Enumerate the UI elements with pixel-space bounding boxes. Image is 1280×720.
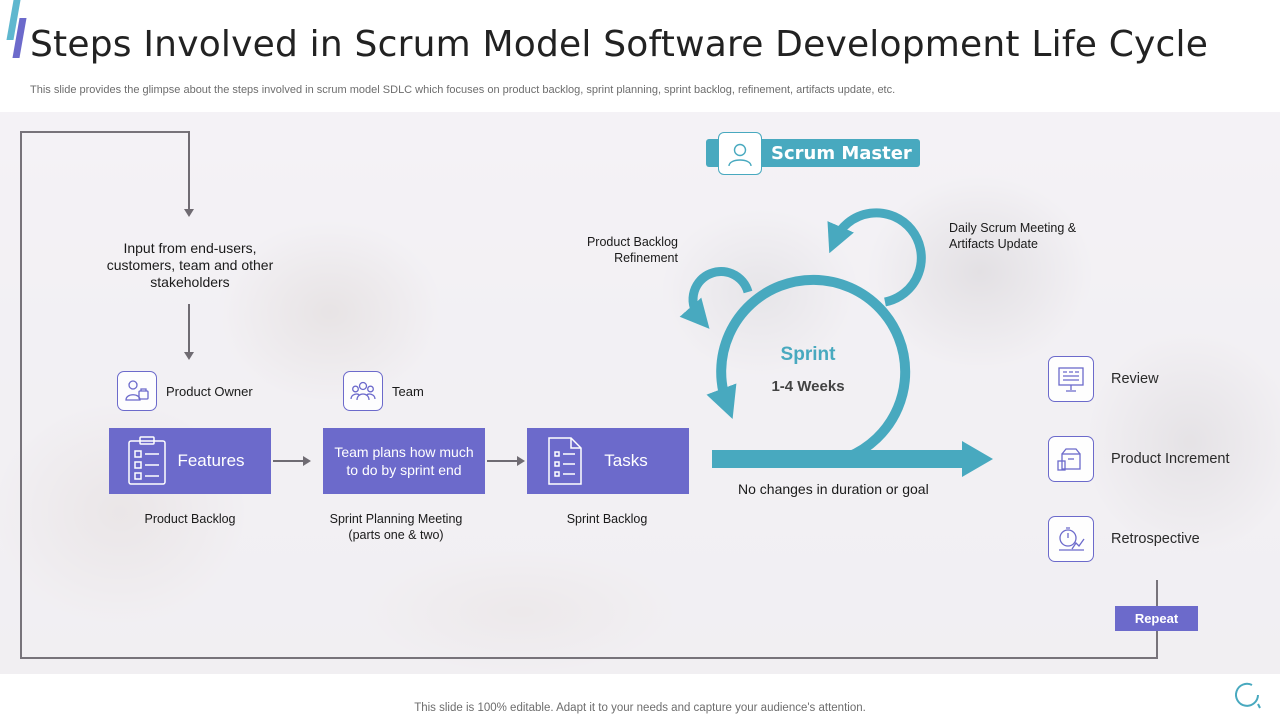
product-owner-icon: [117, 371, 157, 411]
tasks-box: Tasks: [527, 428, 689, 494]
retrospective-item: Retrospective: [1048, 516, 1200, 562]
product-backlog-refinement-label: Product Backlog Refinement: [586, 235, 678, 265]
input-description: Input from end-users, customers, team an…: [106, 240, 274, 290]
scrum-master-label: Scrum Master: [771, 143, 912, 164]
stopwatch-chart-icon: [1048, 516, 1094, 562]
review-label: Review: [1111, 371, 1159, 387]
features-label: Features: [177, 451, 245, 470]
sprint-planning-box: Team plans how much to do by sprint end: [323, 428, 485, 494]
daily-scrum-loop-arc: [827, 208, 926, 307]
presentation-icon: [1048, 356, 1094, 402]
loop-frame-top: [20, 131, 190, 133]
sprint-backlog-caption: Sprint Backlog: [566, 512, 648, 526]
loop-frame-bottom: [20, 657, 1158, 659]
team-icon: [343, 371, 383, 411]
team-role: Team: [343, 371, 424, 411]
arrow-features-to-planning: [273, 456, 311, 466]
team-label: Team: [392, 383, 424, 399]
product-owner-label: Product Owner: [166, 383, 253, 399]
page-subtitle: This slide provides the glimpse about th…: [30, 84, 896, 96]
user-icon: [718, 132, 762, 175]
daily-scrum-label: Daily Scrum Meeting & Artifacts Update: [949, 221, 1077, 251]
sprint-exit-arrowhead: [962, 441, 993, 477]
arrow-planning-to-tasks: [487, 456, 525, 466]
review-item: Review: [1048, 356, 1159, 402]
no-changes-label: No changes in duration or goal: [738, 481, 929, 497]
arrow-to-product-owner: [184, 304, 194, 360]
retrospective-label: Retrospective: [1111, 531, 1200, 547]
footer-note: This slide is 100% editable. Adapt it to…: [414, 702, 866, 714]
page-title: Steps Involved in Scrum Model Software D…: [30, 24, 1209, 65]
arrow-to-input: [184, 131, 194, 217]
refresh-logo-icon: [1232, 680, 1262, 710]
sprint-duration: 1-4 Weeks: [771, 378, 845, 395]
loop-frame-left: [20, 131, 22, 659]
product-increment-label: Product Increment: [1111, 451, 1230, 467]
sprint-planning-caption: Sprint Planning Meeting (parts one & two…: [329, 512, 463, 542]
package-icon: [1048, 436, 1094, 482]
document-list-icon: [545, 436, 585, 491]
product-backlog-caption: Product Backlog: [144, 512, 236, 526]
refinement-loop-arc: [679, 267, 753, 329]
sprint-cycle-arc: [706, 274, 911, 462]
tasks-label: Tasks: [604, 451, 648, 470]
product-increment-item: Product Increment: [1048, 436, 1229, 482]
repeat-button[interactable]: Repeat: [1115, 606, 1198, 631]
features-box: Features: [109, 428, 271, 494]
product-owner-role: Product Owner: [117, 371, 253, 411]
checklist-icon: [125, 436, 169, 491]
sprint-planning-label: Team plans how much to do by sprint end: [334, 444, 474, 478]
sprint-title: Sprint: [780, 344, 836, 365]
